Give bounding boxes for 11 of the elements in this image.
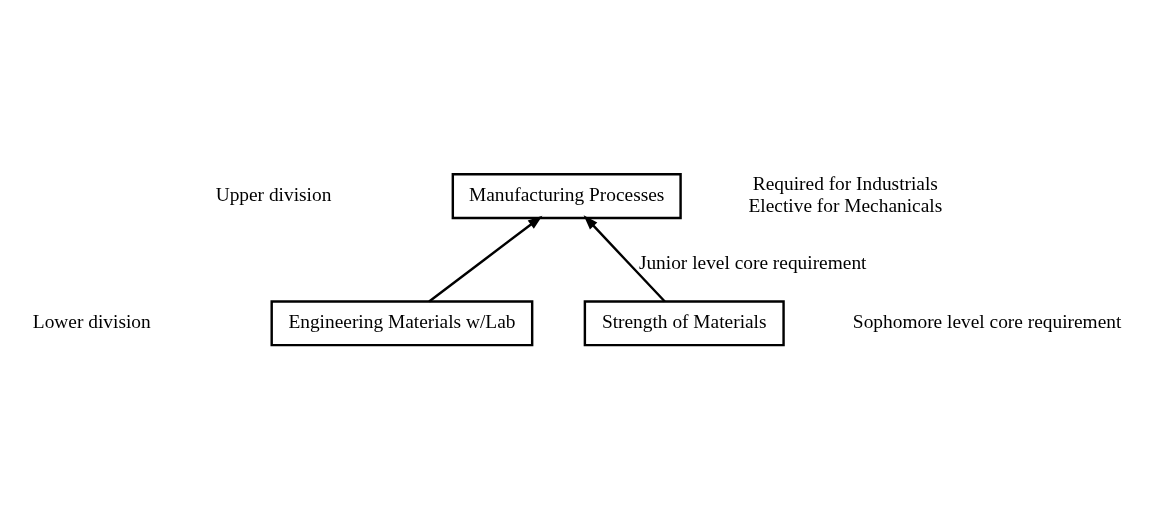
node-label: Elective for Mechanicals bbox=[748, 194, 943, 216]
node-box: Manufacturing Processes bbox=[451, 172, 682, 219]
node-box: Engineering Materials w/Lab bbox=[270, 299, 534, 346]
label: Lower division bbox=[32, 310, 151, 332]
arrow bbox=[428, 215, 543, 302]
label: Upper division bbox=[215, 183, 332, 205]
edge-label: Junior level core requirement bbox=[638, 251, 867, 273]
arrow bbox=[583, 214, 666, 302]
node-label: Required for Industrials bbox=[752, 172, 938, 194]
node-label: Sophomore level core requirement bbox=[852, 310, 1122, 332]
node-box: Strength of Materials bbox=[583, 299, 785, 346]
